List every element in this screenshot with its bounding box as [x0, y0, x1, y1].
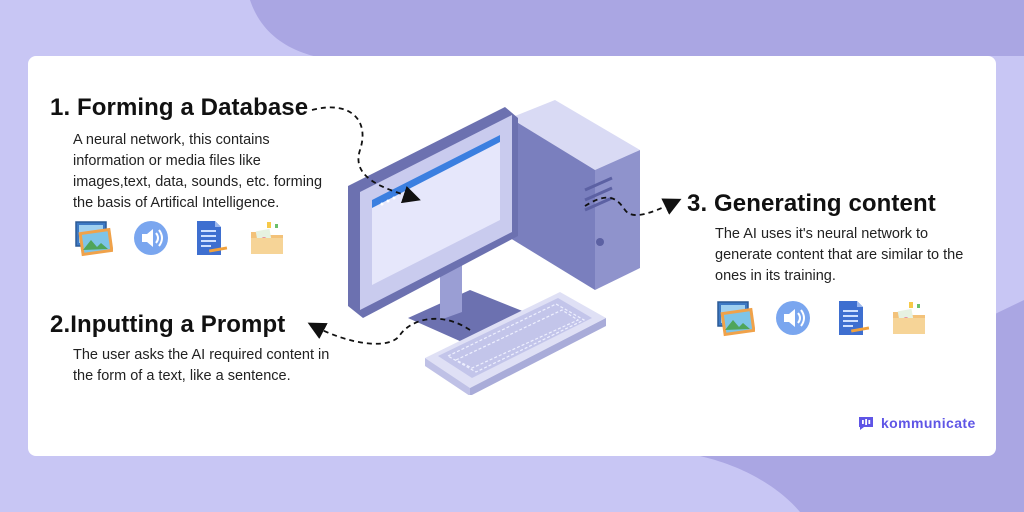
step-1-line: images,text, data, sounds, etc. forming [73, 174, 323, 190]
computer-tower [510, 100, 640, 290]
step-3-line: ones in its training. [715, 268, 836, 284]
step-1-line: A neural network, this contains [73, 132, 270, 148]
folder-icon [893, 302, 925, 334]
keyboard [425, 292, 606, 395]
computer-illustration [348, 100, 640, 395]
logo-text: kommunicate [881, 415, 976, 431]
sound-icon [776, 301, 810, 335]
step-1-description: A neural network, this contains informat… [73, 130, 323, 214]
document-icon [839, 301, 870, 335]
folder-icon [251, 222, 283, 254]
step-1-heading: 1. Forming a Database [50, 94, 309, 121]
step-3-heading: 3. Generating content [687, 190, 936, 217]
step-1-line: information or media files like [73, 153, 261, 169]
step-3-line: generate content that are similar to the [715, 247, 964, 263]
monitor [348, 107, 518, 318]
step-2-heading: 2.Inputting a Prompt [50, 311, 286, 338]
step-2-line: The user asks the AI required content in [73, 347, 330, 363]
step-3-line: The AI uses it's neural network to [715, 226, 929, 242]
image-icon [717, 301, 755, 337]
kommunicate-logo: kommunicate [857, 414, 976, 432]
chat-bubble-icon [859, 417, 873, 430]
document-icon [197, 221, 228, 255]
step-2-description: The user asks the AI required content in… [73, 345, 343, 387]
image-icon [75, 221, 113, 257]
sound-icon [134, 221, 168, 255]
step-2-line: the form of a text, like a sentence. [73, 368, 291, 384]
step-1-line: the basis of Artifical Intelligence. [73, 195, 280, 211]
step-3-description: The AI uses it's neural network to gener… [715, 224, 985, 287]
step-1-media-icons [73, 218, 287, 258]
step-3-media-icons [715, 298, 929, 338]
